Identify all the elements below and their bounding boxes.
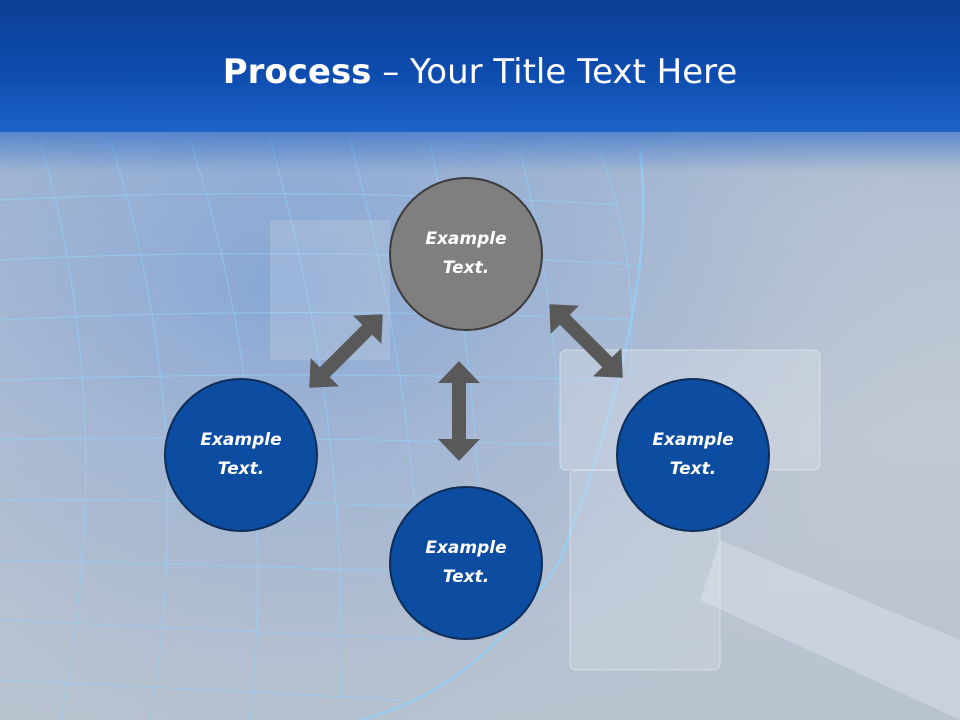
process-node-left: Example Text. [164,378,318,532]
arrow-top-left-double-icon [309,314,383,388]
process-node-left-label: Example Text. [200,430,282,479]
arrow-top-right-double-icon [549,304,623,378]
process-node-top-label: Example Text. [425,229,507,278]
process-node-right-label: Example Text. [652,430,734,479]
process-node-top: Example Text. [389,177,543,331]
title-rest-part: – Your Title Text Here [371,52,738,92]
title-bold-part: Process [222,52,372,92]
arrow-vertical-double-icon [438,361,480,461]
slide-title: Process – Your Title Text Here [0,52,960,92]
process-node-bottom: Example Text. [389,486,543,640]
process-node-bottom-label: Example Text. [425,538,507,587]
process-node-right: Example Text. [616,378,770,532]
title-bar [0,0,960,172]
